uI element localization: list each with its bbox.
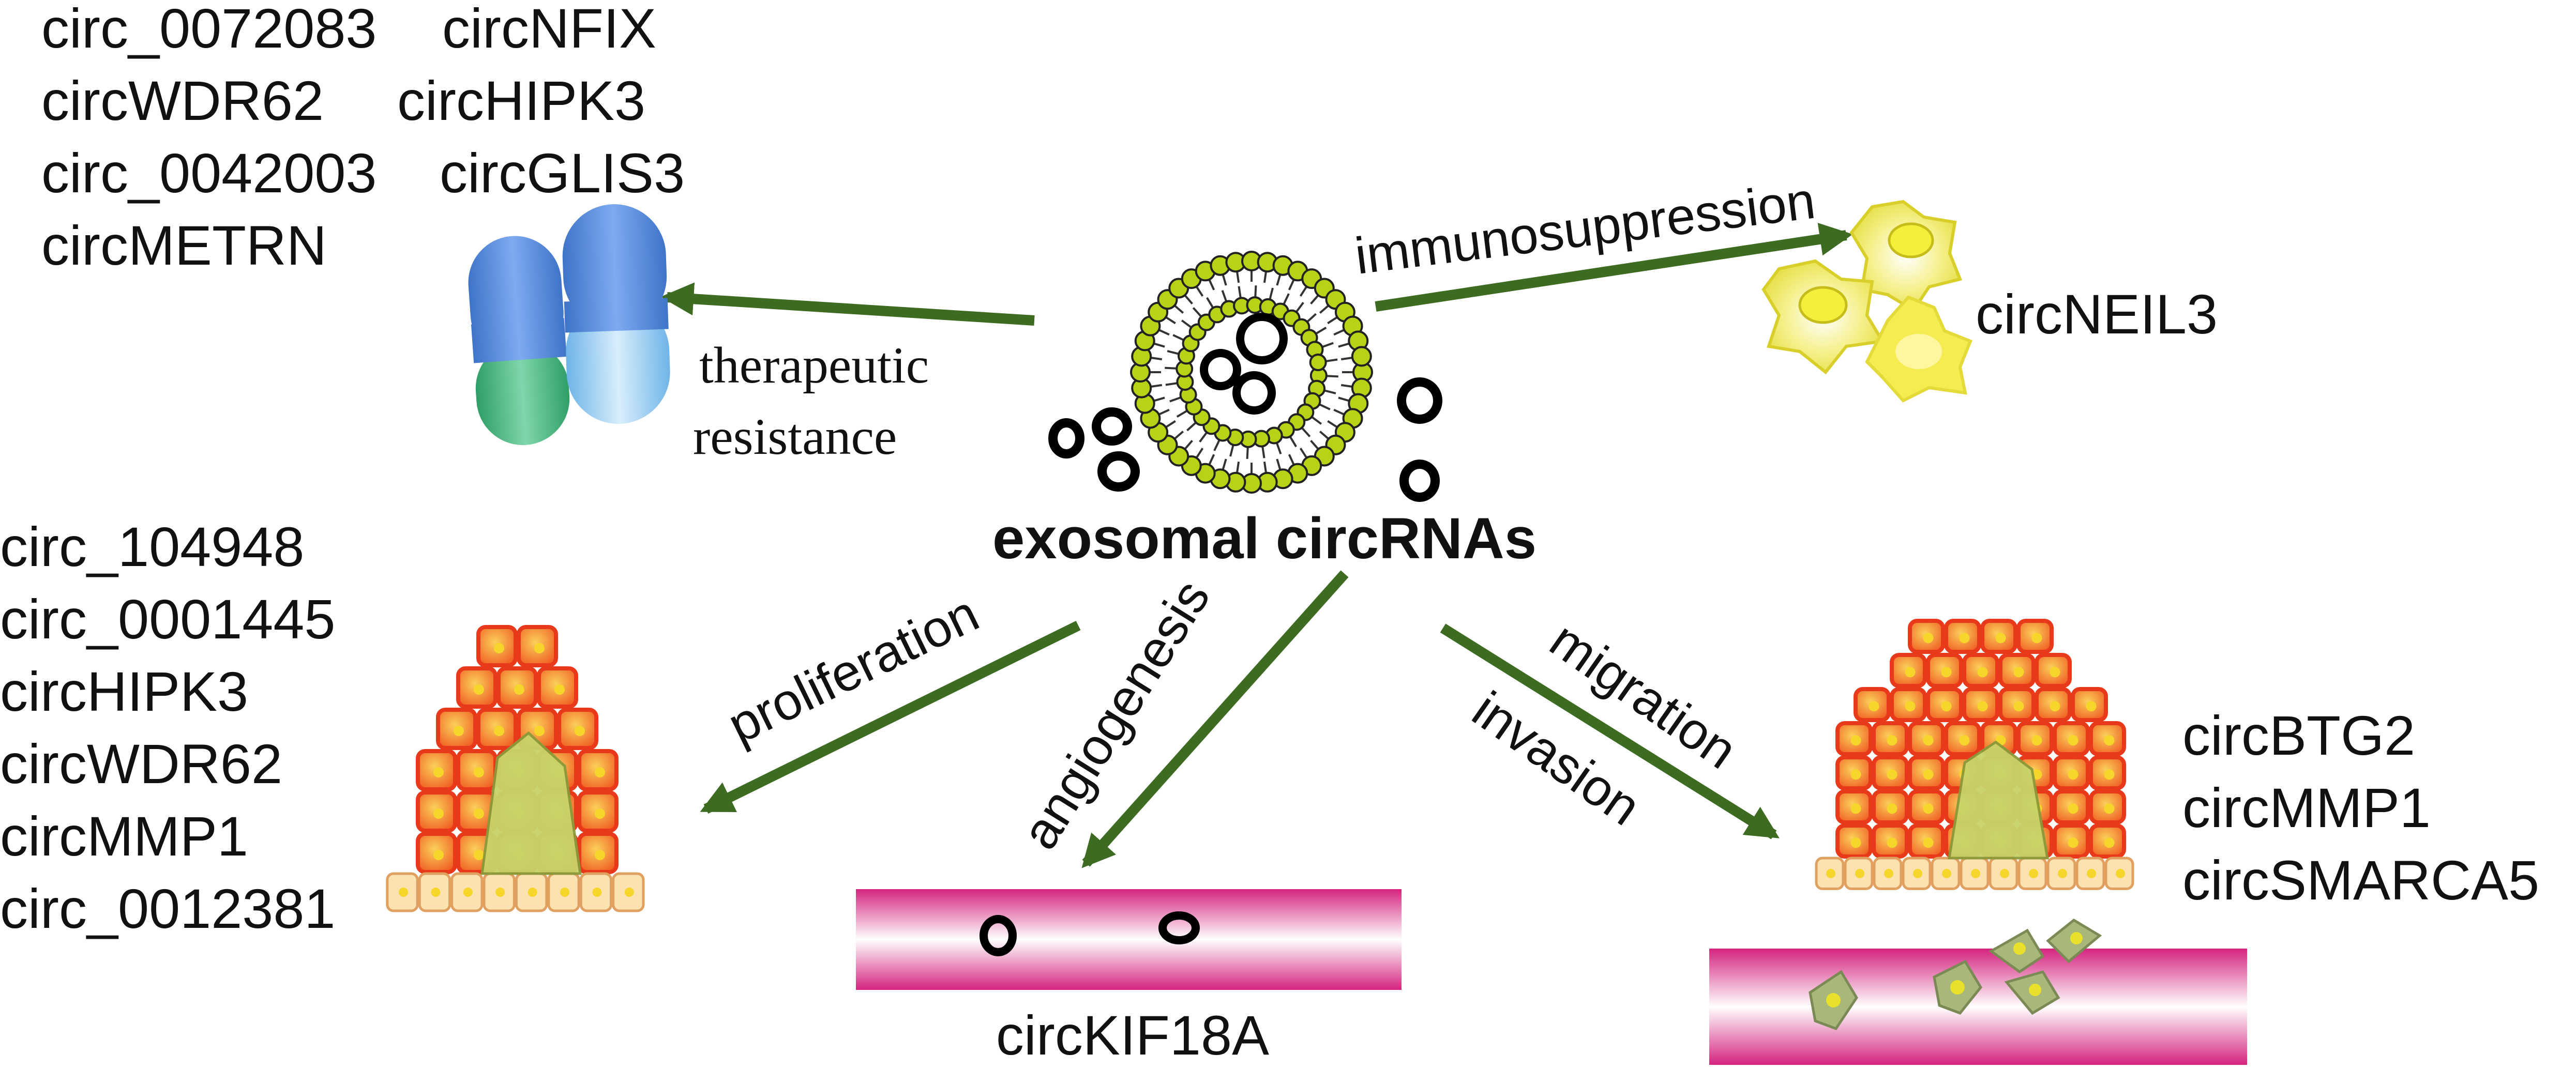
- circrna-ring: [1399, 460, 1440, 502]
- migration-circrna-list: circBTG2 circMMP1 circSMARCA5: [2182, 704, 2539, 911]
- arrow-migration-invasion: [1440, 623, 1780, 839]
- circrna-label: circBTG2: [2182, 704, 2415, 767]
- loose-circrna-rings: [1048, 377, 1442, 502]
- circrna-label: circNEIL3: [1976, 283, 2218, 345]
- blood-vessel-icon: [856, 889, 1402, 990]
- therapeutic-label-line2: resistance: [693, 408, 897, 465]
- circrna-ring: [1397, 377, 1442, 424]
- tumor-invasion-icon: [1815, 619, 2134, 890]
- proliferation-circrna-list: circ_104948 circ_0001445 circHIPK3 circW…: [0, 515, 335, 940]
- circrna-ring: [1232, 371, 1276, 415]
- circrna-label: circ_0012381: [0, 877, 335, 940]
- exosome-vesicle: [1130, 251, 1373, 494]
- circrna-ring: [1158, 911, 1200, 944]
- circrna-label: circHIPK3: [397, 69, 645, 132]
- circrna-label: circ_104948: [0, 515, 304, 578]
- tumor-proliferation-icon: [386, 625, 645, 912]
- circrna-label: circGLIS3: [440, 142, 685, 204]
- arrow-angiogenesis: [1081, 570, 1349, 868]
- circrna-label: circMMP1: [0, 805, 248, 867]
- invaded-vessel-icon: [1709, 918, 2247, 1065]
- circrna-ring: [1097, 451, 1140, 492]
- circrna-label: circWDR62: [0, 732, 282, 795]
- circrna-ring: [1236, 313, 1288, 364]
- arrow-therapeutic-resistance: [660, 282, 1035, 326]
- circrna-label: circSMARCA5: [2182, 849, 2539, 911]
- therapeutic-circrna-list: circ_0072083 circNFIX circWDR62 circHIPK…: [41, 0, 685, 277]
- circrna-label: circHIPK3: [0, 660, 248, 723]
- circrna-ring: [980, 915, 1017, 956]
- arrows: [660, 223, 1853, 868]
- arrow-proliferation: [700, 621, 1081, 814]
- circrna-ring: [1200, 349, 1241, 390]
- therapeutic-label-line1: therapeutic: [699, 337, 929, 394]
- circrna-label: circ_0072083: [41, 0, 376, 59]
- arrow-immunosuppression: [1375, 223, 1853, 312]
- immunosuppression-label: immunosuppression: [1352, 172, 1818, 285]
- proliferation-label: proliferation: [719, 584, 988, 755]
- immune-cells-icon: [1761, 200, 1972, 403]
- circrna-label: circNFIX: [442, 0, 656, 59]
- circrna-label: circKIF18A: [996, 1004, 1269, 1066]
- circrna-label: circWDR62: [41, 69, 324, 132]
- center-title: exosomal circRNAs: [992, 506, 1536, 571]
- circrna-label: circMMP1: [2182, 776, 2431, 839]
- circrna-label: circ_0042003: [41, 142, 376, 204]
- circrna-label: circ_0001445: [0, 588, 335, 650]
- angiogenesis-label: angiogenesis: [1011, 570, 1221, 859]
- circrna-ring: [1048, 418, 1084, 459]
- capsule-drug-icon: [468, 204, 670, 446]
- circrna-ring: [1092, 407, 1132, 446]
- circrna-label: circMETRN: [41, 214, 327, 277]
